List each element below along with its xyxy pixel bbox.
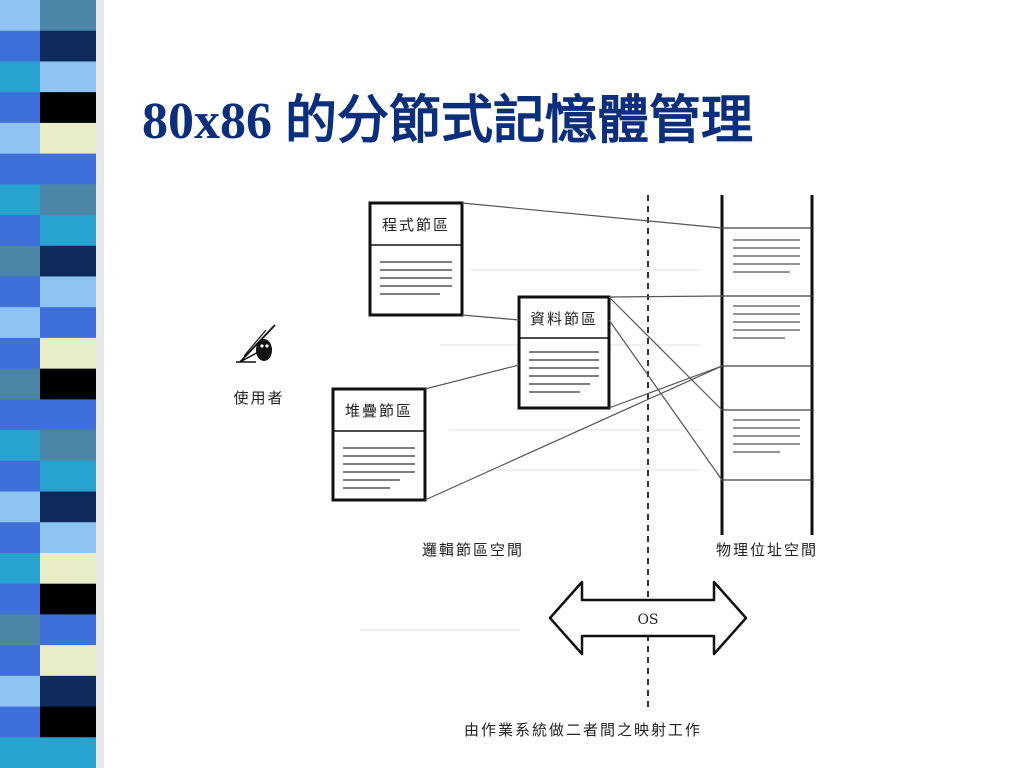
stripe-block xyxy=(0,0,40,32)
stripe-block xyxy=(0,552,40,585)
stripe-block xyxy=(40,30,96,62)
data-segment-box: 資料節區 xyxy=(517,295,611,410)
user-label: 使用者 xyxy=(233,389,284,407)
stripe-block xyxy=(40,706,96,738)
segment-mapping-lines xyxy=(424,202,723,501)
stripe-block xyxy=(40,184,96,216)
stripe-block xyxy=(40,61,96,93)
stripe-block xyxy=(40,245,96,277)
user-figure-icon xyxy=(236,324,276,363)
stripe-block xyxy=(0,583,40,615)
stripe-block xyxy=(0,92,40,124)
data-segment-lines xyxy=(529,351,599,393)
stripe-block xyxy=(40,430,96,462)
stripe-block xyxy=(40,215,96,247)
stripe-block xyxy=(0,675,40,708)
stripe-block xyxy=(0,399,40,431)
stripe-block xyxy=(40,307,96,339)
stripe-block xyxy=(40,276,96,308)
code-segment-lines xyxy=(380,261,452,295)
stripe-block xyxy=(0,460,40,493)
stripe-block xyxy=(0,645,40,677)
stripe-block xyxy=(0,30,40,62)
stripe-block xyxy=(0,522,40,554)
stripe-block xyxy=(0,368,40,400)
stack-segment-label: 堆疊節區 xyxy=(345,402,413,420)
stripe-block xyxy=(0,153,40,185)
code-segment-box: 程式節區 xyxy=(368,201,464,317)
stripe-block xyxy=(40,460,96,493)
stripe-block xyxy=(40,92,96,124)
physical-block-stack-lines xyxy=(733,419,800,453)
stripe-block xyxy=(40,522,96,554)
physical-block-code-lines xyxy=(733,239,800,273)
stripe-block xyxy=(0,337,40,370)
stripe-block xyxy=(0,245,40,277)
code-segment-label: 程式節區 xyxy=(382,216,450,234)
stripe-block xyxy=(40,337,96,370)
stripe-block xyxy=(40,0,96,32)
os-double-arrow: OS xyxy=(548,580,748,656)
diagram-caption: 由作業系統做二者間之映射工作 xyxy=(464,721,702,739)
stripe-block xyxy=(0,276,40,308)
stripe-block xyxy=(40,552,96,585)
stripe-block xyxy=(40,153,96,185)
stripe-block xyxy=(40,491,96,523)
stripe-block xyxy=(0,614,40,646)
stack-segment-box: 堆疊節區 xyxy=(331,387,427,502)
stripe-block xyxy=(40,737,96,768)
decorative-stripe-bar xyxy=(0,0,118,768)
logical-space-label: 邏輯節區空間 xyxy=(422,541,524,559)
stripe-block xyxy=(40,368,96,400)
stripe-block xyxy=(0,430,40,462)
physical-memory-column xyxy=(720,195,814,535)
stripe-block xyxy=(0,307,40,339)
stripe-block xyxy=(40,614,96,646)
stripe-block xyxy=(0,215,40,247)
stripe-block xyxy=(40,675,96,708)
stack-segment-lines xyxy=(343,447,415,489)
physical-space-label: 物理位址空間 xyxy=(716,541,818,559)
slide-title: 80x86 的分節式記憶體管理 xyxy=(142,93,754,150)
stripe-block xyxy=(0,61,40,93)
stripe-block xyxy=(40,583,96,615)
stripe-block xyxy=(40,645,96,677)
physical-block-data-lines xyxy=(733,305,800,339)
stripe-block xyxy=(40,399,96,431)
data-segment-label: 資料節區 xyxy=(530,310,598,328)
stripe-block xyxy=(40,122,96,155)
stripe-block xyxy=(0,706,40,738)
stripe-block xyxy=(0,122,40,155)
stripe-block xyxy=(0,184,40,216)
os-label: OS xyxy=(637,612,658,628)
stripe-block xyxy=(0,737,40,768)
stripe-block xyxy=(0,491,40,523)
